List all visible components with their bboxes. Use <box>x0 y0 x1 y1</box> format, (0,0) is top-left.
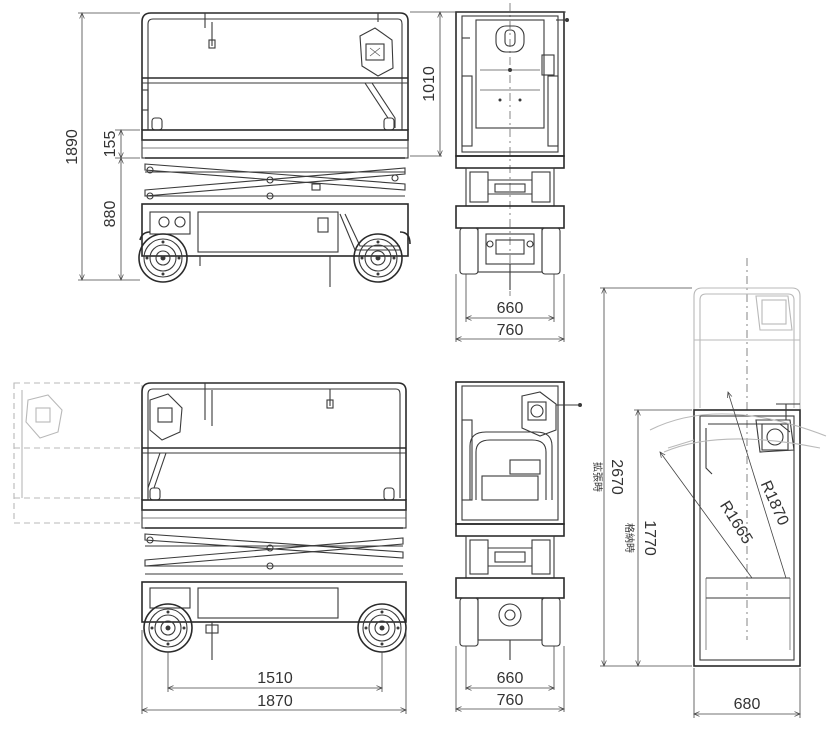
side-view-stowed <box>138 12 411 287</box>
side-view-extended <box>13 382 407 660</box>
dim-1770: 1770 <box>641 520 658 556</box>
note-extended: 拡張時 <box>591 462 604 492</box>
rear-view <box>455 381 582 660</box>
dim-2670: 2670 <box>608 459 625 495</box>
note-stowed: 格納時 <box>623 523 636 553</box>
dim-1890: 1890 <box>64 129 81 165</box>
dim-155: 155 <box>102 131 119 158</box>
front-view-stowed <box>455 3 569 296</box>
dim-660-bottom: 660 <box>497 670 524 687</box>
plan-view-dimensions: 2670 拡張時 1770 格納時 680 <box>591 288 800 718</box>
dim-1870-length: 1870 <box>257 693 293 710</box>
dim-r1870: R1870 <box>757 478 792 528</box>
dim-660-top: 660 <box>497 300 524 317</box>
dim-880: 880 <box>102 201 119 228</box>
front-view-stowed-dimensions: 1010 660 760 <box>410 12 566 342</box>
side-view-height-dimensions: 1890 155 880 <box>64 13 140 280</box>
dim-760-bottom: 760 <box>497 692 524 709</box>
side-view-length-dimensions: 1510 1870 <box>142 630 406 714</box>
rear-view-dimensions: 660 760 <box>456 646 564 712</box>
dim-680: 680 <box>734 696 761 713</box>
plan-view: R1870 R1665 <box>649 258 827 667</box>
dim-r1665: R1665 <box>716 498 755 547</box>
dim-760-top: 760 <box>497 322 524 339</box>
dim-1010: 1010 <box>421 66 438 102</box>
dim-1510: 1510 <box>257 670 293 687</box>
